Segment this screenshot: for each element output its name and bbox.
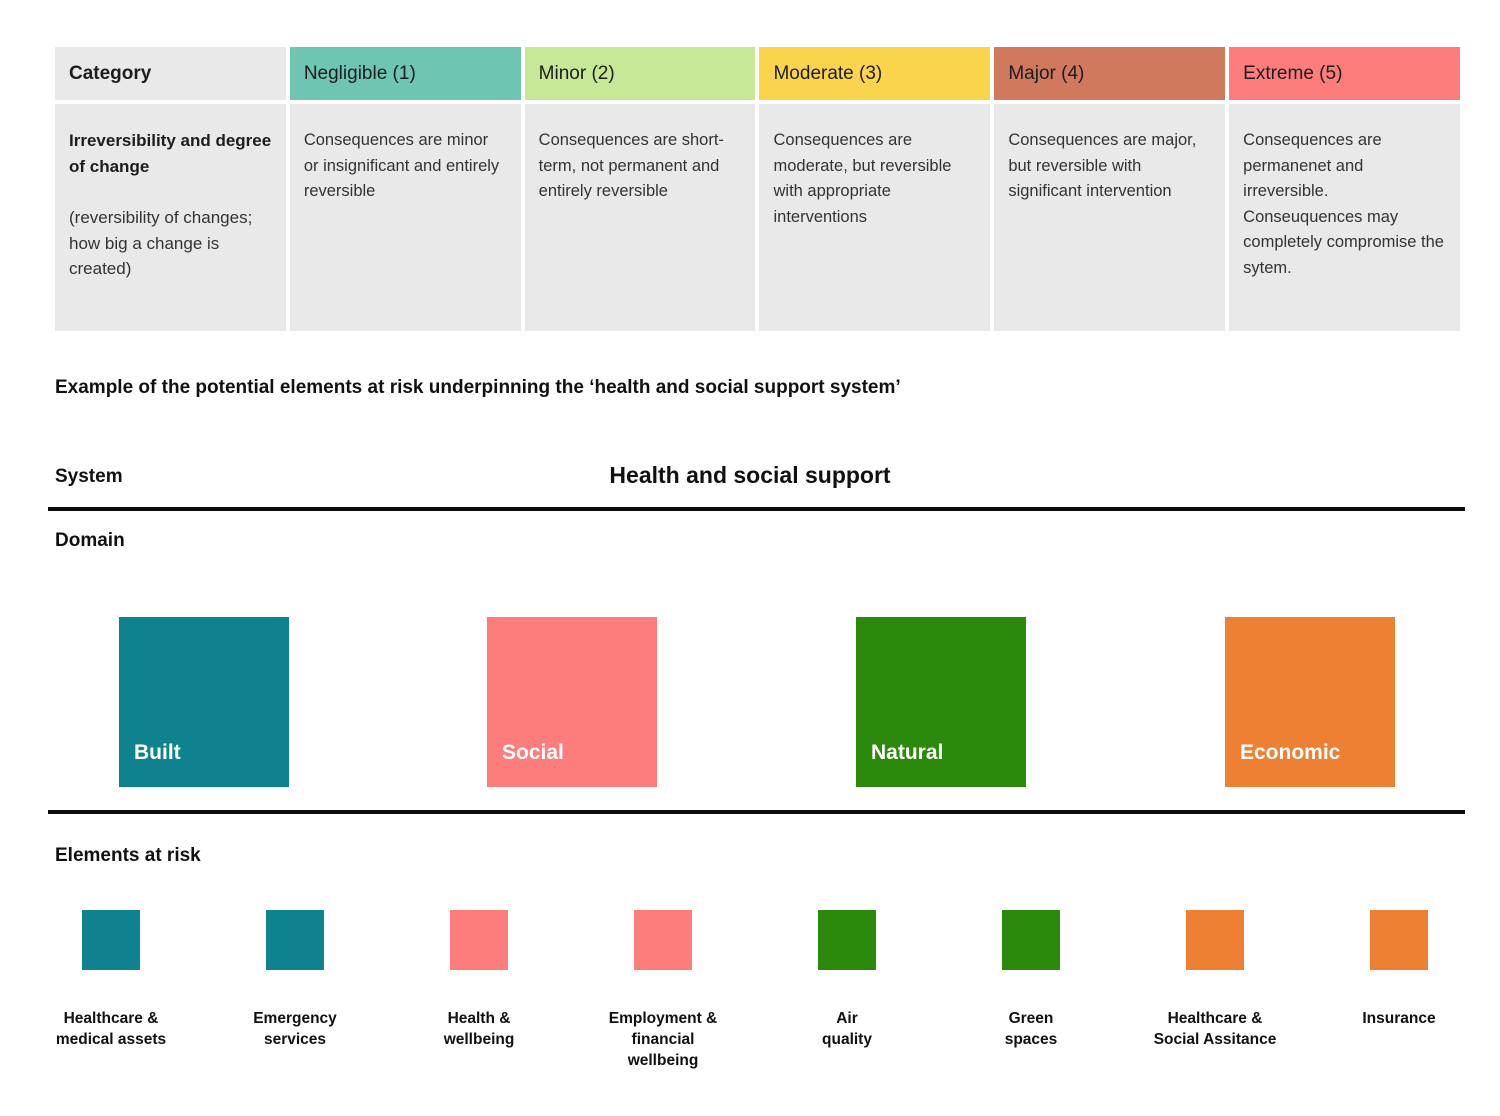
domain-name-built: Built: [134, 741, 181, 764]
table-header-moderate: Moderate (3): [759, 47, 991, 100]
domain-box-economic: Economic: [1225, 617, 1395, 787]
table-cell-major: Consequences are major, but reversible w…: [994, 104, 1226, 331]
element-label-air-quality: Air quality: [822, 1010, 872, 1048]
domain-name-economic: Economic: [1240, 741, 1341, 764]
element-swatch-insurance: [1370, 910, 1428, 970]
element-swatch-emergency-services: [266, 910, 324, 970]
domain-name-natural: Natural: [871, 741, 944, 764]
system-value: Health and social support: [609, 462, 891, 488]
consequence-rating-table: Category Negligible (1) Minor (2) Modera…: [55, 47, 1460, 331]
element-label-insurance: Insurance: [1362, 1010, 1436, 1027]
table-cell-extreme: Consequences are permanenet and irrevers…: [1229, 104, 1460, 331]
table-header-extreme: Extreme (5): [1229, 47, 1460, 100]
table-cell-category-description: Irreversibility and degree of change (re…: [55, 104, 286, 331]
category-row-note: (reversibility of changes; how big a cha…: [69, 208, 253, 278]
element-swatch-healthcare-medical-assets: [82, 910, 140, 970]
element-label-green-spaces: Green spaces: [1004, 1010, 1058, 1048]
table-header-negligible: Negligible (1): [289, 47, 521, 100]
elements-at-risk-label: Elements at risk: [55, 845, 201, 866]
table-cell-moderate: Consequences are moderate, but reversibl…: [759, 104, 991, 331]
element-swatch-green-spaces: [1002, 910, 1060, 970]
element-label-healthcare-medical-assets: Healthcare & medical assets: [55, 1010, 167, 1048]
example-heading: Example of the potential elements at ris…: [55, 377, 901, 398]
domain-box-social: Social: [487, 617, 657, 787]
element-swatch-air-quality: [818, 910, 876, 970]
element-label-health-wellbeing: Health & wellbeing: [443, 1010, 515, 1048]
element-label-emergency-services: Emergency services: [253, 1010, 337, 1048]
table-header-major: Major (4): [994, 47, 1226, 100]
element-label-healthcare-social-assitance: Healthcare & Social Assitance: [1153, 1010, 1277, 1048]
table-cell-minor: Consequences are short-term, not permane…: [524, 104, 756, 331]
divider-line: [48, 507, 1465, 511]
domain-name-social: Social: [502, 741, 564, 764]
table-header-category: Category: [55, 47, 286, 100]
element-swatch-employment-financial-wellbeing: [634, 910, 692, 970]
category-row-title: Irreversibility and degree of change: [69, 131, 272, 176]
element-swatch-health-wellbeing: [450, 910, 508, 970]
domain-box-natural: Natural: [856, 617, 1026, 787]
divider-line: [48, 810, 1465, 814]
domain-label: Domain: [55, 530, 125, 551]
table-header-minor: Minor (2): [524, 47, 756, 100]
domain-box-built: Built: [119, 617, 289, 787]
element-label-employment-financial-wellbeing: Employment & financial wellbeing: [608, 1010, 718, 1069]
table-cell-negligible: Consequences are minor or insignificant …: [289, 104, 521, 331]
system-label: System: [55, 466, 123, 487]
element-swatch-healthcare-social-assitance: [1186, 910, 1244, 970]
